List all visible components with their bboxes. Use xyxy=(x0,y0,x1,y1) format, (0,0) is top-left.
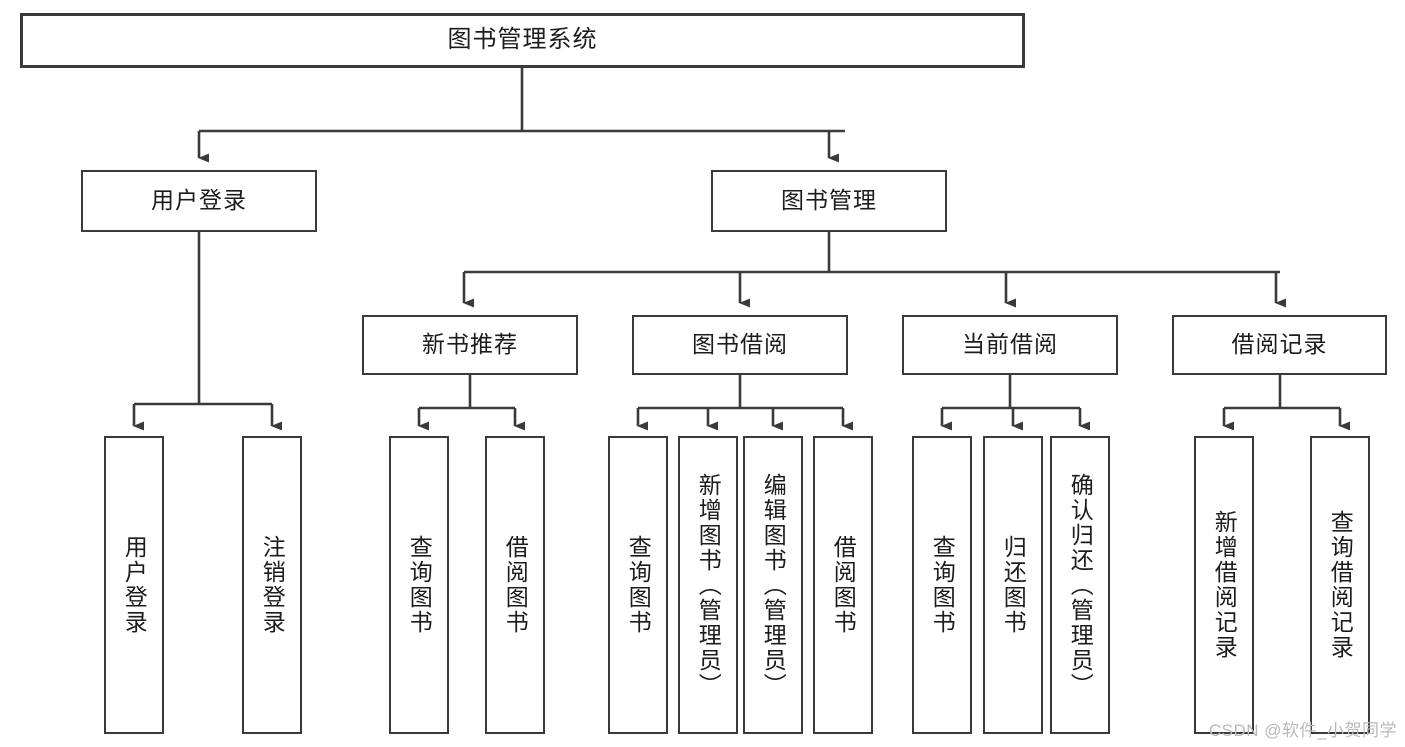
leaf-return-book[interactable]: 归还图书 xyxy=(983,436,1043,734)
leaf-query-book-1[interactable]: 查询图书 xyxy=(389,436,449,734)
node-book-borrow[interactable]: 图书借阅 xyxy=(632,315,848,375)
node-user-login-label: 用户登录 xyxy=(151,187,247,214)
node-borrow-record[interactable]: 借阅记录 xyxy=(1172,315,1387,375)
connector-borrowrecord-to-leaves xyxy=(1222,375,1350,431)
leaf-add-book-label: 新增图书（管理员） xyxy=(695,472,722,698)
leaf-query-book-2[interactable]: 查询图书 xyxy=(608,436,668,734)
connector-currentborrow-to-leaves xyxy=(940,375,1090,431)
node-book-manage[interactable]: 图书管理 xyxy=(711,170,947,232)
leaf-add-book[interactable]: 新增图书（管理员） xyxy=(678,436,738,734)
leaf-borrow-book-2-label: 借阅图书 xyxy=(830,535,857,635)
leaf-borrow-book-1[interactable]: 借阅图书 xyxy=(485,436,545,734)
leaf-confirm-return-label: 确认归还（管理员） xyxy=(1067,472,1094,698)
leaf-add-record-label: 新增借阅记录 xyxy=(1211,510,1238,660)
leaf-user-login-label: 用户登录 xyxy=(121,535,148,635)
connector-newbook-to-leaves xyxy=(417,375,525,431)
leaf-query-record-label: 查询借阅记录 xyxy=(1327,510,1354,660)
leaf-borrow-book-2[interactable]: 借阅图书 xyxy=(813,436,873,734)
node-book-manage-label: 图书管理 xyxy=(781,187,877,214)
connector-booksys-to-level3 xyxy=(462,232,1286,308)
leaf-logout-label: 注销登录 xyxy=(259,535,286,635)
leaf-query-book-3[interactable]: 查询图书 xyxy=(912,436,972,734)
leaf-logout[interactable]: 注销登录 xyxy=(242,436,302,734)
leaf-query-record[interactable]: 查询借阅记录 xyxy=(1310,436,1370,734)
leaf-confirm-return[interactable]: 确认归还（管理员） xyxy=(1050,436,1110,734)
leaf-add-record[interactable]: 新增借阅记录 xyxy=(1194,436,1254,734)
leaf-borrow-book-1-label: 借阅图书 xyxy=(502,535,529,635)
node-root-label: 图书管理系统 xyxy=(447,26,598,54)
node-borrow-record-label: 借阅记录 xyxy=(1231,331,1328,358)
node-current-borrow-label: 当前借阅 xyxy=(962,331,1058,358)
connector-root-to-level2 xyxy=(197,68,845,163)
node-user-login[interactable]: 用户登录 xyxy=(81,170,317,232)
node-new-book-rec-label: 新书推荐 xyxy=(422,331,518,358)
leaf-return-book-label: 归还图书 xyxy=(1000,535,1027,635)
leaf-edit-book-label: 编辑图书（管理员） xyxy=(760,472,787,698)
leaf-query-book-2-label: 查询图书 xyxy=(625,535,652,635)
connector-bookborrow-to-leaves xyxy=(636,375,853,431)
leaf-edit-book[interactable]: 编辑图书（管理员） xyxy=(743,436,803,734)
leaf-query-book-3-label: 查询图书 xyxy=(929,535,956,635)
node-book-borrow-label: 图书借阅 xyxy=(692,331,788,358)
node-current-borrow[interactable]: 当前借阅 xyxy=(902,315,1118,375)
node-root[interactable]: 图书管理系统 xyxy=(20,13,1025,68)
leaf-user-login[interactable]: 用户登录 xyxy=(104,436,164,734)
node-new-book-rec[interactable]: 新书推荐 xyxy=(362,315,578,375)
leaf-query-book-1-label: 查询图书 xyxy=(406,535,433,635)
connector-userlogin-to-leaves xyxy=(132,232,282,431)
